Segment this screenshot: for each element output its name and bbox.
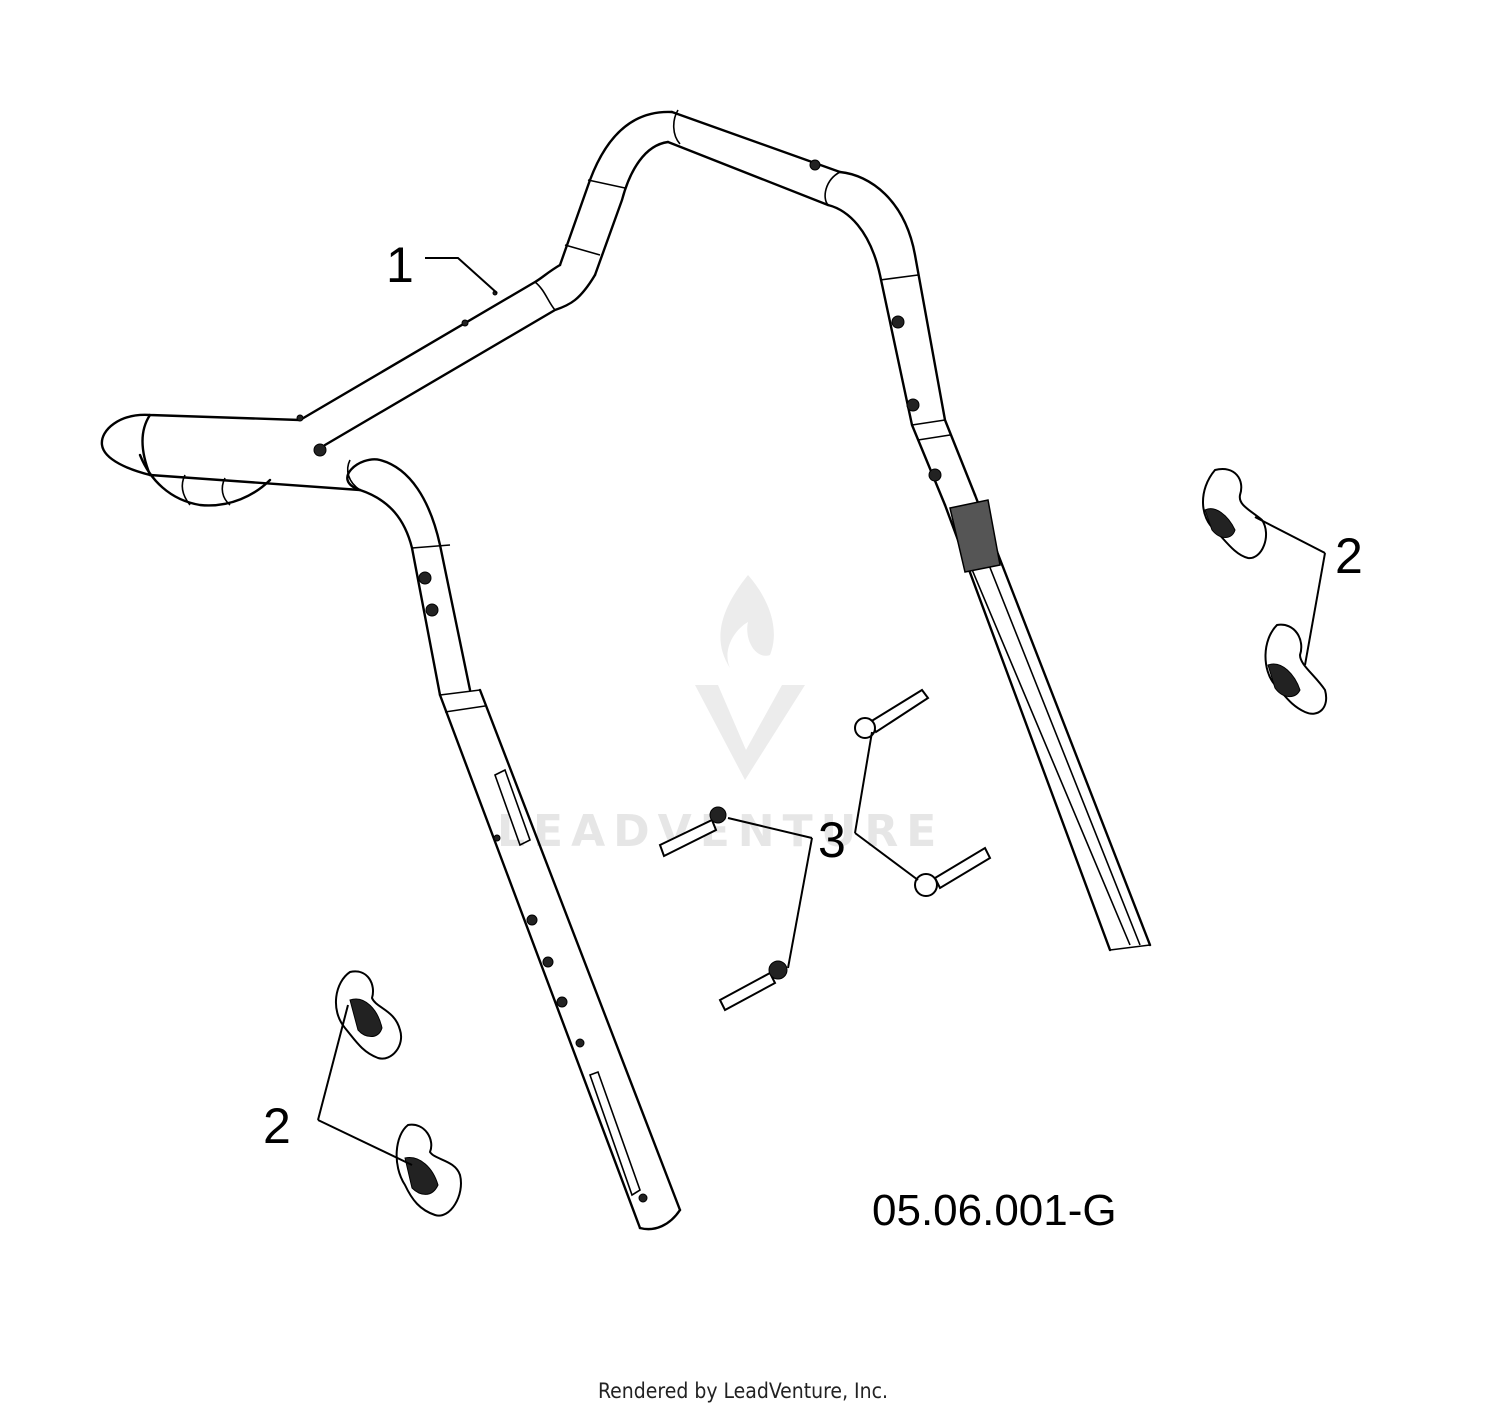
bolt-1[interactable] [854,688,930,739]
knob-upper-right-2[interactable] [1264,623,1328,715]
upper-handle[interactable] [100,109,1152,1231]
render-credit: Rendered by LeadVenture, Inc. [598,1379,888,1403]
leader-lines [317,257,1326,1166]
knob-lower-left-1[interactable] [334,970,403,1060]
callout-2-lower: 2 [263,1098,291,1154]
callout-2-upper: 2 [1335,528,1363,584]
part-code: 05.06.001-G [872,1186,1117,1235]
callout-3: 3 [818,812,846,868]
bolt-4[interactable] [718,960,788,1012]
handle-holes [296,159,942,1203]
knob-upper-right-1[interactable] [1202,468,1267,560]
callout-1: 1 [386,237,414,293]
bolt-2[interactable] [658,806,727,858]
cable-guide-icon [949,499,1001,573]
knob-lower-left-2[interactable] [395,1123,462,1217]
bolt-3[interactable] [914,846,992,897]
